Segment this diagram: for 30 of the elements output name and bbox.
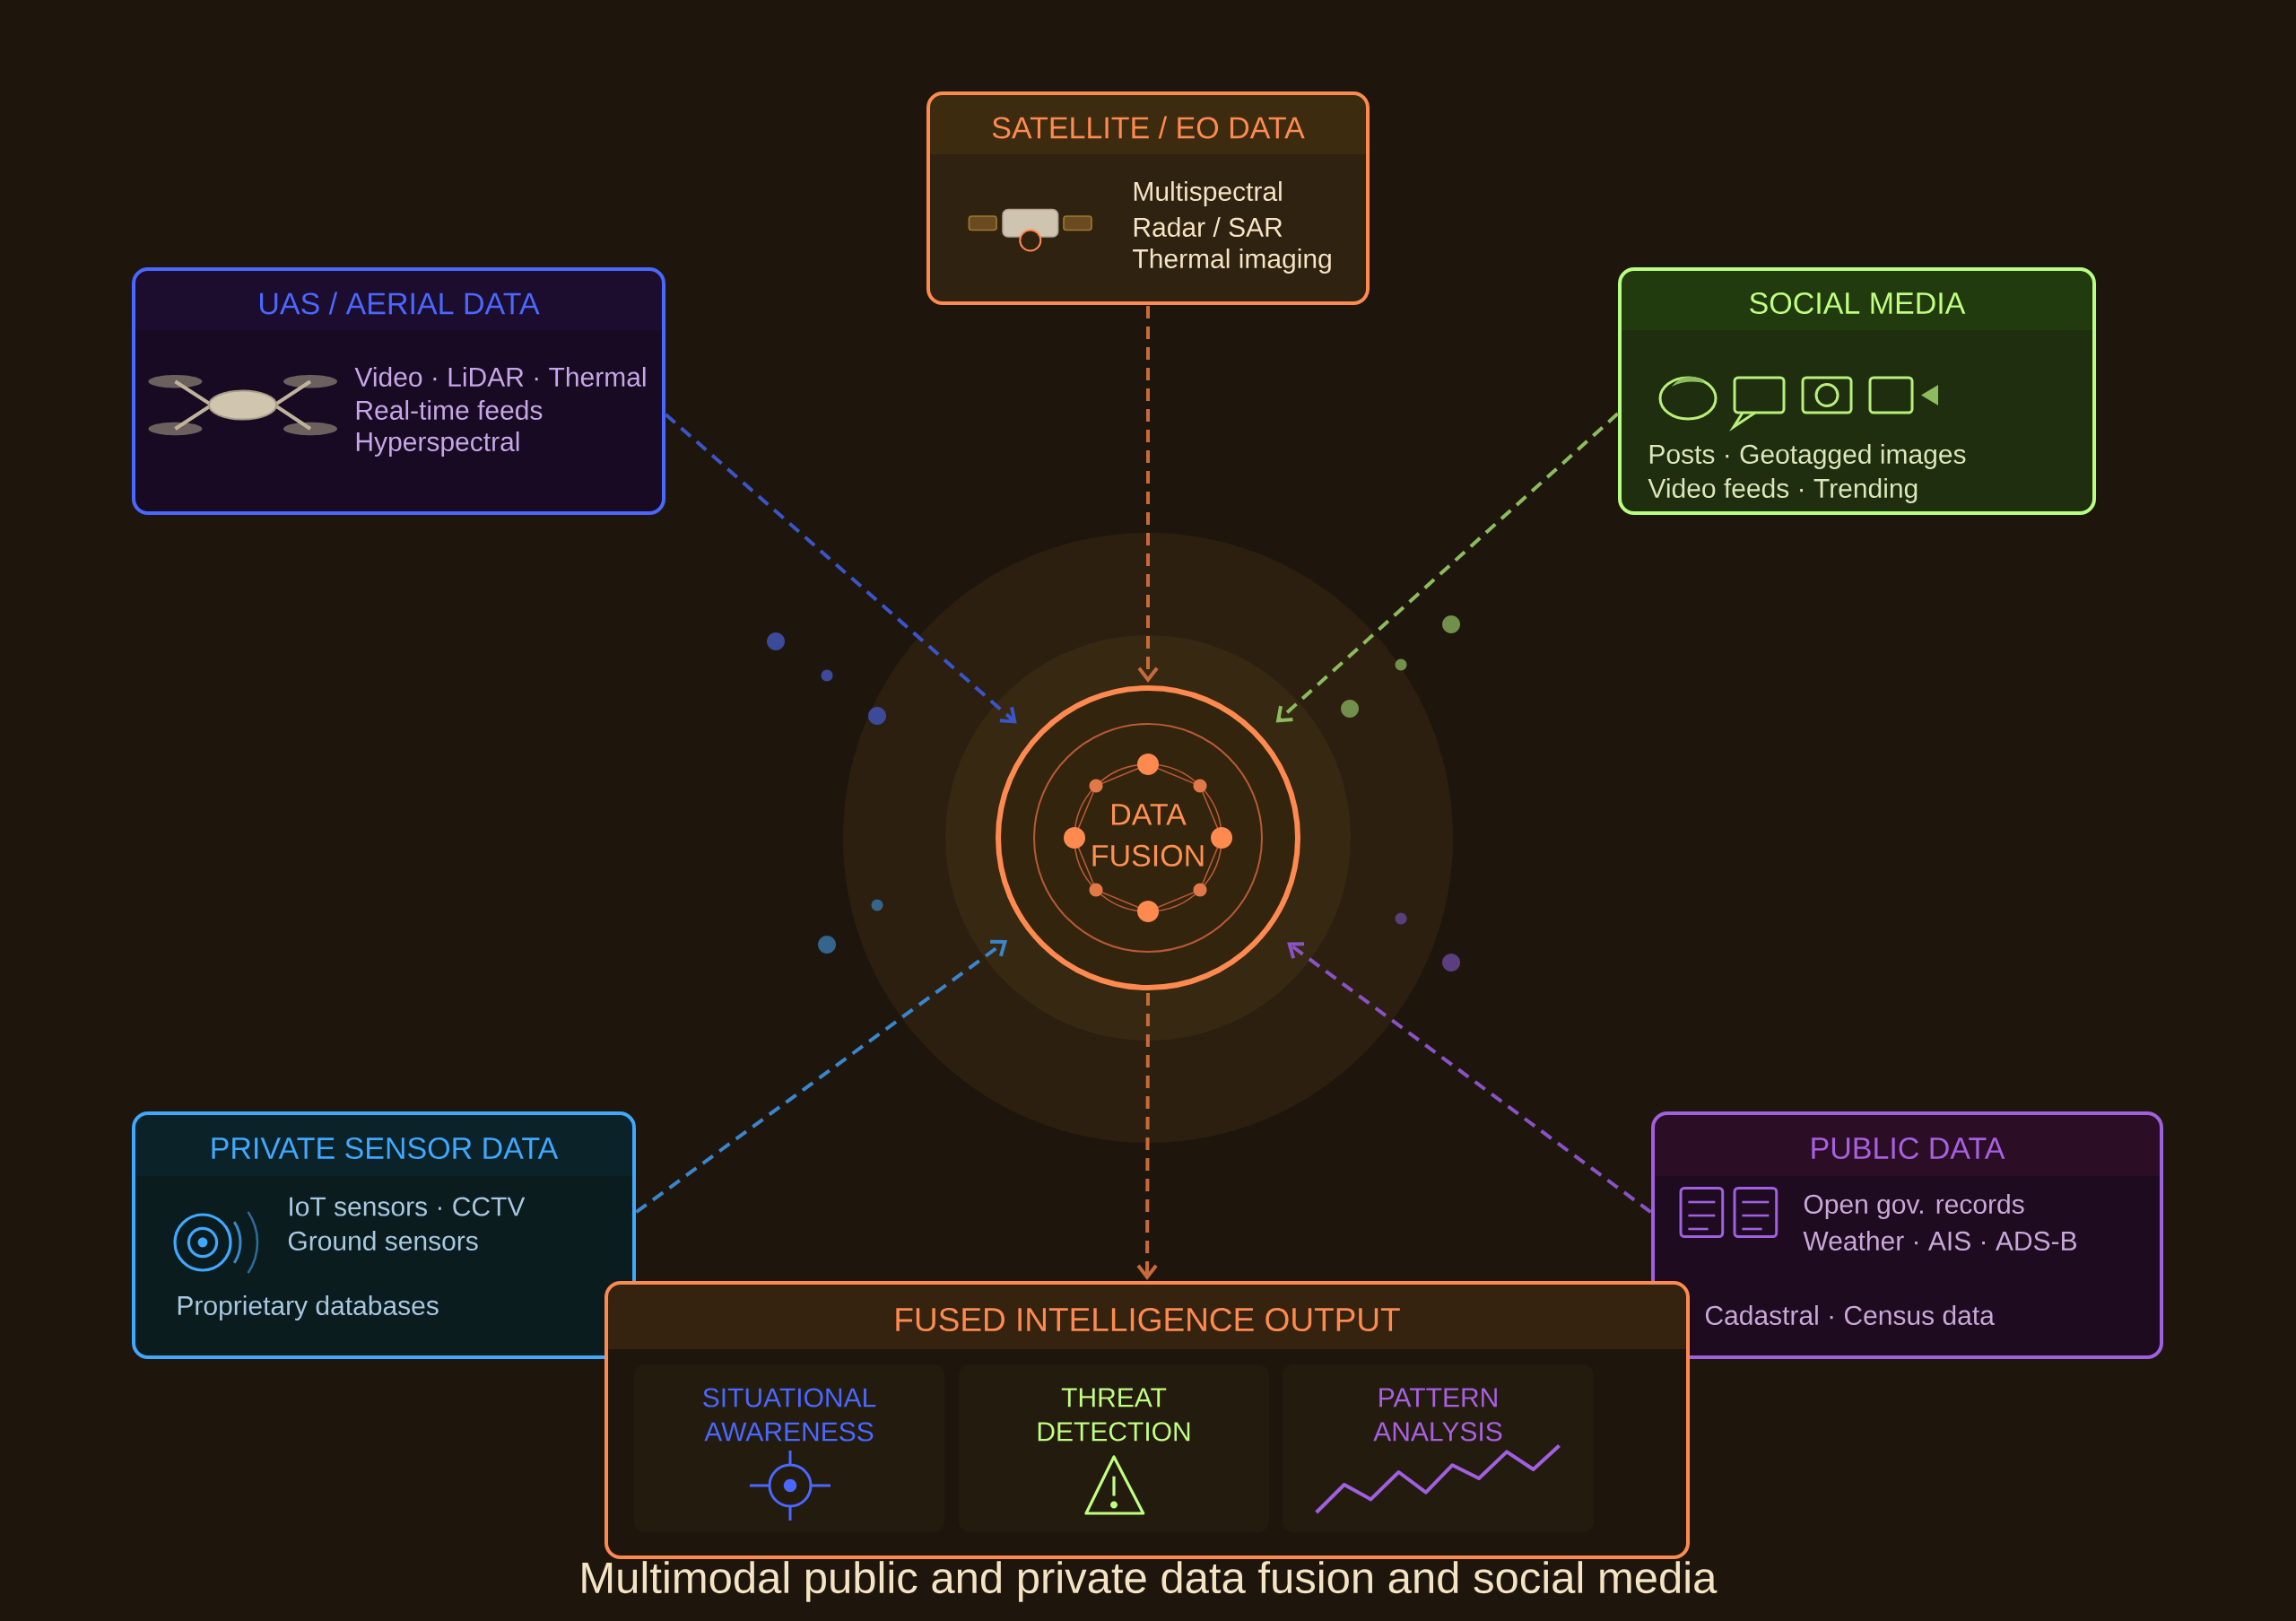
list-item: Radar / SAR <box>1134 217 1283 237</box>
list-item: IoT sensors · CCTV <box>290 1197 526 1216</box>
list-item: Posts · Geotagged images <box>1649 444 1966 469</box>
list-item: Hyperspectral <box>356 431 519 457</box>
dashed-arrow <box>1275 412 1620 723</box>
list-item: Open gov. records <box>1804 1194 2024 1219</box>
list-item: Ground sensors <box>288 1231 478 1251</box>
dashed-arrow <box>1287 942 1652 1214</box>
panel-title: PATTERN ANALYSIS <box>1373 1388 1502 1442</box>
box-title: SATELLITE / EO DATA <box>992 116 1305 139</box>
dashed-arrow <box>664 413 1017 724</box>
dashed-arrow <box>635 939 1008 1214</box>
box-title: SOCIAL MEDIA <box>1750 292 1966 315</box>
list-item: Video feeds · Trending <box>1648 478 1918 503</box>
box-title: PRIVATE SENSOR DATA <box>212 1137 559 1160</box>
list-item: Multispectral <box>1134 181 1282 206</box>
box-title: PUBLIC DATA <box>1812 1137 2005 1160</box>
caption: Multimodal public and private data fusion and social media <box>582 1561 1718 1602</box>
panel-title: SITUATIONAL AWARENESS <box>703 1388 876 1442</box>
box-title: UAS / AERIAL DATA <box>260 292 540 315</box>
list-item: Video · LiDAR · Thermal <box>354 367 646 387</box>
list-item: Weather · AIS · ADS-B <box>1803 1231 2076 1251</box>
list-item: Cadastral · Census data <box>1705 1305 1995 1325</box>
box-title: FUSED INTELLIGENCE OUTPUT <box>896 1307 1400 1332</box>
list-item: Real-time feeds <box>356 400 543 420</box>
dashed-arrow <box>1137 306 1159 683</box>
dashed-arrow <box>1136 993 1158 1280</box>
panel-title: THREAT DETECTION <box>1038 1388 1190 1442</box>
list-item: Proprietary databases <box>178 1295 439 1320</box>
list-item: Thermal imaging <box>1133 248 1331 274</box>
